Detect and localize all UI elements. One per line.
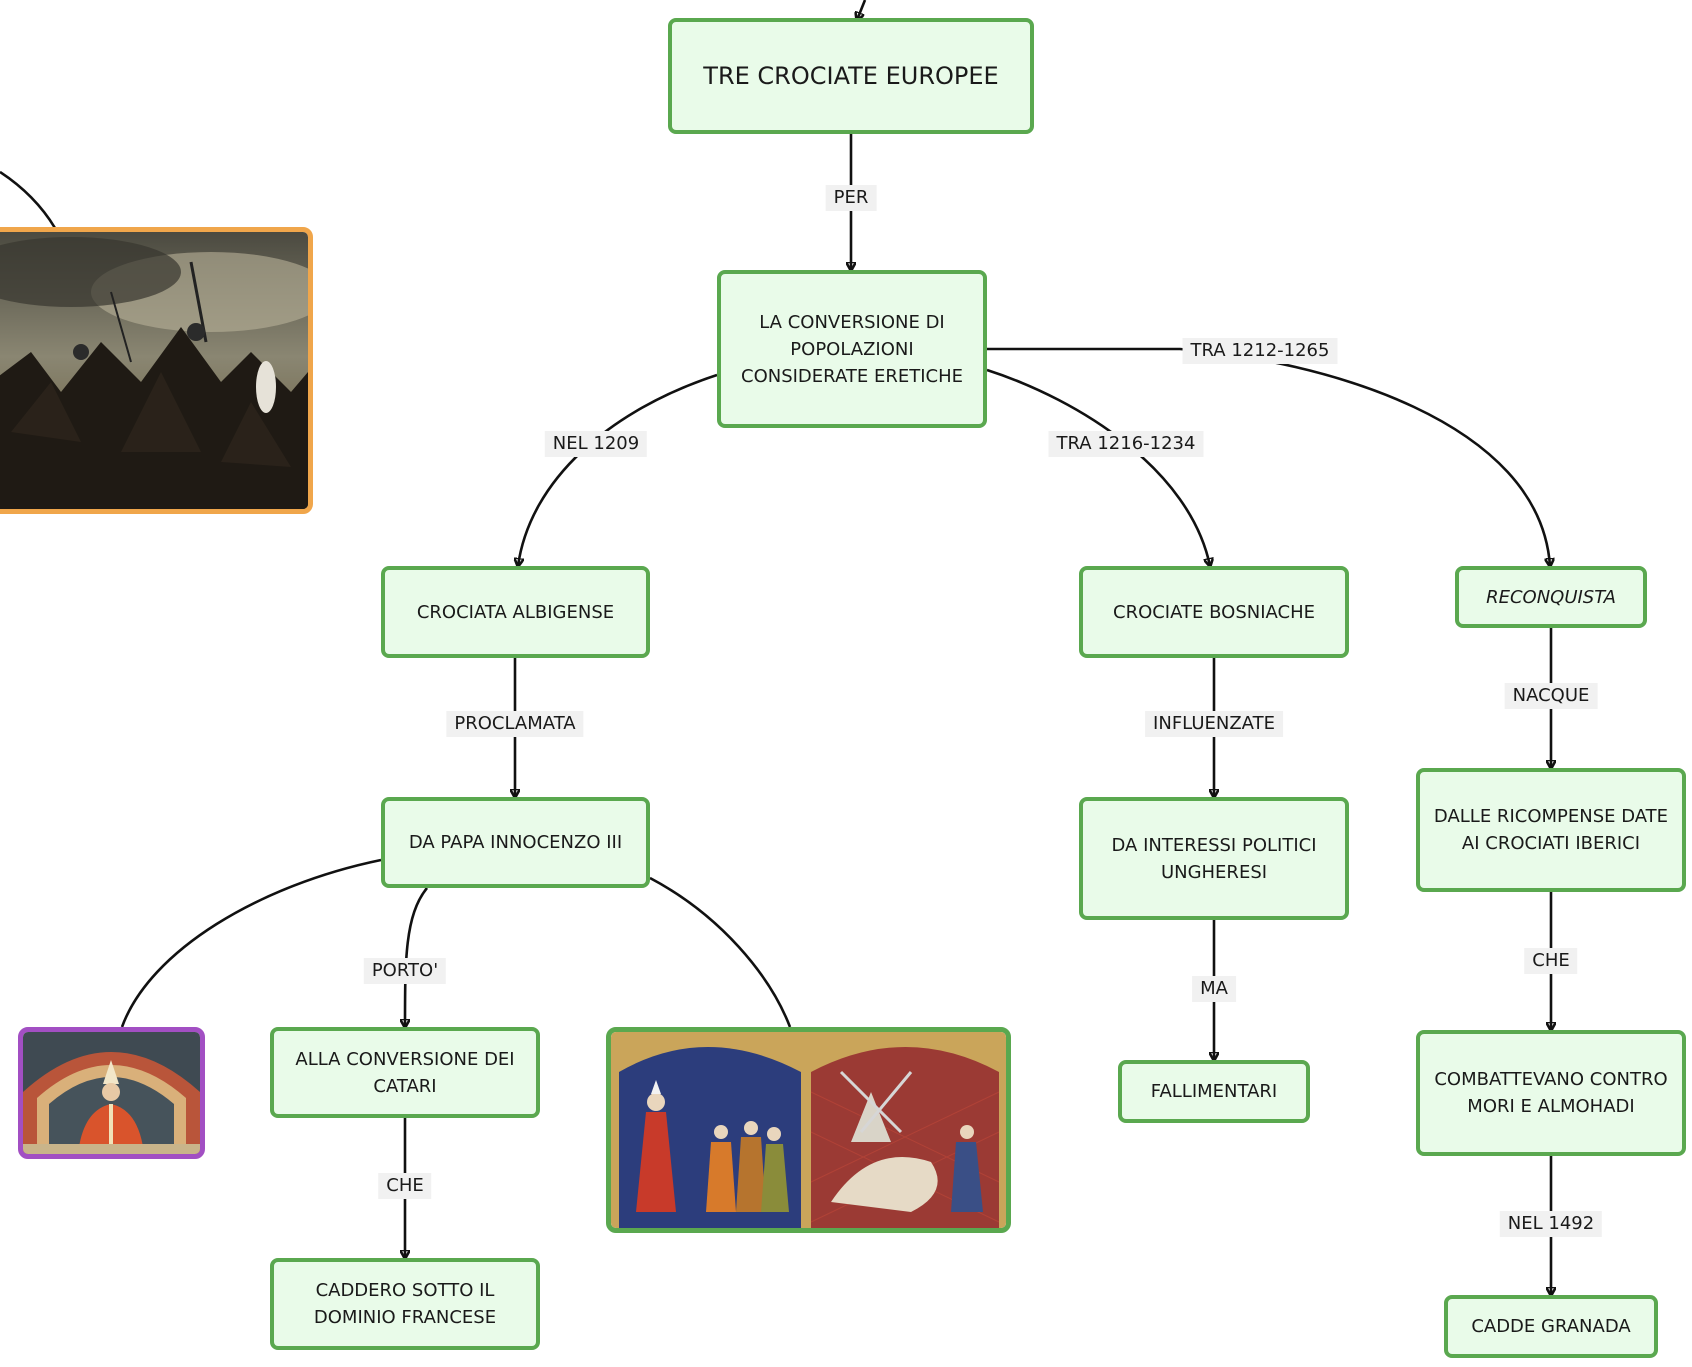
link-top-incoming xyxy=(857,0,867,20)
label-che-catari: CHE xyxy=(378,1173,432,1199)
label-nel-1209: NEL 1209 xyxy=(544,431,648,457)
node-tre-crociate-europee[interactable]: TRE CROCIATE EUROPEE xyxy=(668,18,1034,134)
node-reconquista[interactable]: RECONQUISTA xyxy=(1455,566,1647,628)
label-proclamata: PROCLAMATA xyxy=(446,711,584,737)
label-porto: PORTO' xyxy=(363,958,447,984)
label-ma: MA xyxy=(1192,976,1236,1002)
label-tra-1216-1234: TRA 1216-1234 xyxy=(1048,431,1204,457)
link-to-manuscript xyxy=(649,876,792,1028)
node-ricompense-iberici[interactable]: DALLE RICOMPENSE DATE AI CROCIATI IBERIC… xyxy=(1416,768,1686,892)
node-fallimentari[interactable]: FALLIMENTARI xyxy=(1118,1060,1310,1123)
node-crociata-albigense[interactable]: CROCIATA ALBIGENSE xyxy=(381,566,650,658)
label-influenzate: INFLUENZATE xyxy=(1145,711,1283,737)
node-conversione-catari[interactable]: ALLA CONVERSIONE DEI CATARI xyxy=(270,1027,540,1118)
label-che-ricompense: CHE xyxy=(1524,948,1578,974)
link-left-curve xyxy=(0,170,57,229)
link-nel1209 xyxy=(518,373,718,566)
link-tra1216 xyxy=(986,368,1210,566)
label-nel-1492: NEL 1492 xyxy=(1499,1211,1603,1237)
node-dominio-francese[interactable]: CADDERO SOTTO IL DOMINIO FRANCESE xyxy=(270,1258,540,1350)
node-papa-innocenzo[interactable]: DA PAPA INNOCENZO III xyxy=(381,797,650,888)
label-per: PER xyxy=(825,185,877,211)
label-nacque: NACQUE xyxy=(1504,683,1598,709)
link-to-pope-image xyxy=(120,858,382,1028)
manuscript-image xyxy=(606,1027,1011,1233)
link-porto xyxy=(405,887,429,1027)
pope-image xyxy=(18,1027,205,1159)
label-tra-1212-1265: TRA 1212-1265 xyxy=(1182,338,1338,364)
link-tra1212 xyxy=(987,347,1550,566)
node-conversione-eretiche[interactable]: LA CONVERSIONE DI POPOLAZIONI CONSIDERAT… xyxy=(717,270,987,428)
node-mori-almohadi[interactable]: COMBATTEVANO CONTRO MORI E ALMOHADI xyxy=(1416,1030,1686,1156)
node-crociate-bosniache[interactable]: CROCIATE BOSNIACHE xyxy=(1079,566,1349,658)
node-interessi-ungheresi[interactable]: DA INTERESSI POLITICI UNGHERESI xyxy=(1079,797,1349,920)
battle-image xyxy=(0,227,313,514)
node-cadde-granada[interactable]: CADDE GRANADA xyxy=(1444,1295,1658,1358)
